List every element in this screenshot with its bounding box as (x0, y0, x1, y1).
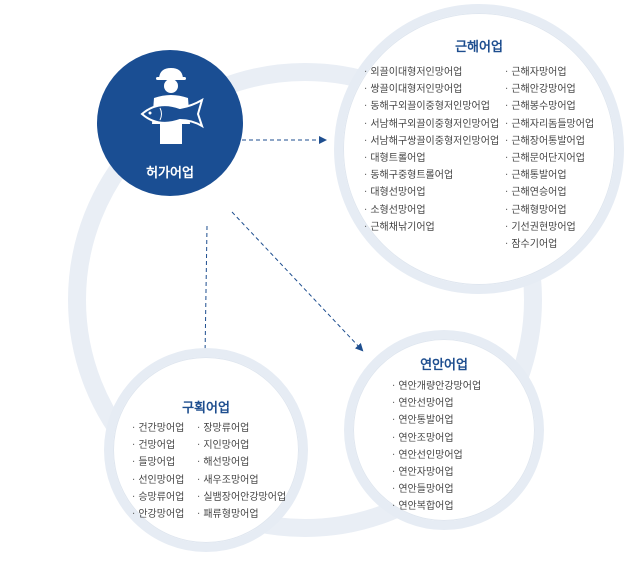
list-item: 동해구중형트롤어업 (364, 167, 499, 184)
zoned-fishery-left-list: 건간망어업 건망어업 들망어업 선인망어업 승망류어업 안강망어업 (132, 420, 184, 523)
list-item: 연안들망어업 (392, 481, 481, 498)
list-item: 건망어업 (132, 437, 184, 454)
list-item: 연안조망어업 (392, 430, 481, 447)
list-item: 안강망어업 (132, 506, 184, 523)
list-item: 근해봉수망어업 (505, 98, 594, 115)
list-item: 근해연승어업 (505, 184, 594, 201)
list-item: 동해구외끌이중형저인망어업 (364, 98, 499, 115)
list-item: 지인망어업 (197, 437, 286, 454)
list-item: 근해통발어업 (505, 167, 594, 184)
list-item: 대형선망어업 (364, 184, 499, 201)
list-item: 근해안강망어업 (505, 81, 594, 98)
background-ring (68, 63, 542, 537)
zoned-fishery-right-list: 장망류어업 지인망어업 해선망어업 새우조망어업 실뱀장어안강망어업 패류형망어… (197, 420, 286, 523)
list-item: 근해형망어업 (505, 202, 594, 219)
list-item: 연안통발어업 (392, 412, 481, 429)
list-item: 근해자리돔들망어업 (505, 116, 594, 133)
arrow-to-zoned (201, 225, 210, 358)
list-item: 승망류어업 (132, 489, 184, 506)
list-item: 새우조망어업 (197, 472, 286, 489)
list-item: 대형트롤어업 (364, 150, 499, 167)
inshore-fishery-list: 연안개량안강망어업 연안선망어업 연안통발어업 연안조망어업 연안선인망어업 연… (392, 378, 481, 516)
list-item: 소형선망어업 (364, 202, 499, 219)
list-item: 연안자망어업 (392, 464, 481, 481)
list-item: 기선권현망어업 (505, 219, 594, 236)
list-item: 들망어업 (132, 454, 184, 471)
list-item: 연안선인망어업 (392, 447, 481, 464)
list-item: 쌍끌이대형저인망어업 (364, 81, 499, 98)
list-item: 근해자망어업 (505, 64, 594, 81)
list-item: 패류형망어업 (197, 506, 286, 523)
list-item: 잠수기어업 (505, 236, 594, 253)
list-item: 서남해구쌍끌이중형저인망어업 (364, 133, 499, 150)
central-label: 허가어업 (146, 166, 194, 181)
coastal-fishery-title: 근해어업 (455, 40, 503, 55)
inshore-fishery-title: 연안어업 (420, 358, 468, 373)
coastal-fishery-left-list: 외끌이대형저인망어업 쌍끌이대형저인망어업 동해구외끌이중형저인망어업 서남해구… (364, 64, 499, 236)
zoned-fishery-title: 구획어업 (182, 401, 230, 416)
list-item: 건간망어업 (132, 420, 184, 437)
fisherman-holding-fish-icon (140, 68, 204, 144)
list-item: 근해장어통발어업 (505, 133, 594, 150)
list-item: 해선망어업 (197, 454, 286, 471)
list-item: 외끌이대형저인망어업 (364, 64, 499, 81)
list-item: 연안복합어업 (392, 498, 481, 515)
list-item: 실뱀장어안강망어업 (197, 489, 286, 506)
list-item: 장망류어업 (197, 420, 286, 437)
arrow-to-inshore (231, 211, 364, 352)
list-item: 근해채낚기어업 (364, 219, 499, 236)
list-item: 연안선망어업 (392, 395, 481, 412)
list-item: 선인망어업 (132, 472, 184, 489)
coastal-fishery-right-list: 근해자망어업 근해안강망어업 근해봉수망어업 근해자리돔들망어업 근해장어통발어… (505, 64, 594, 253)
list-item: 서남해구외끌이중형저인망어업 (364, 116, 499, 133)
list-item: 연안개량안강망어업 (392, 378, 481, 395)
list-item: 근해문어단지어업 (505, 150, 594, 167)
